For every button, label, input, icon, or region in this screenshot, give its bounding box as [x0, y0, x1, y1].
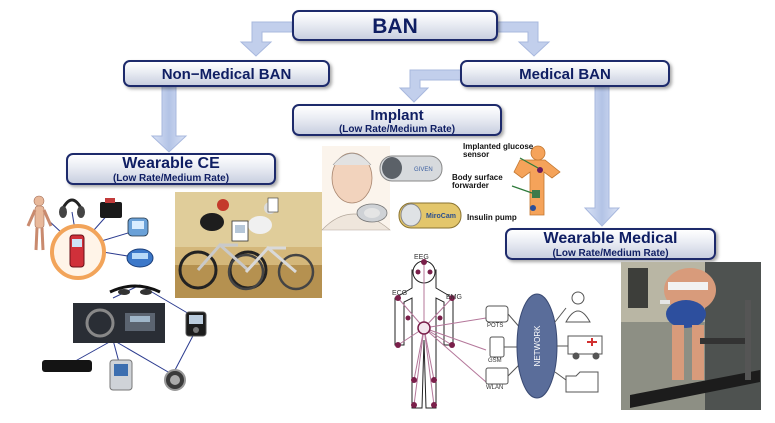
- ban-box: BAN: [292, 10, 498, 41]
- body-hub-node: [417, 321, 431, 335]
- implant-box: Implant (Low Rate/Medium Rate): [292, 104, 502, 136]
- arrow-ban-to-nonmedical: [239, 21, 293, 57]
- eeg-label: EEG: [414, 254, 429, 261]
- arrow-nonmedical-to-wearablece: [150, 85, 188, 153]
- wearable-medical-title: Wearable Medical: [543, 230, 678, 247]
- ban-label: BAN: [372, 15, 418, 38]
- gsm-label: GSM: [488, 358, 502, 364]
- capsule-camera-1-icon: [379, 155, 443, 182]
- arrow-medical-to-wearablemedical: [583, 85, 621, 227]
- glucose-sensor-icon: [537, 167, 543, 173]
- emg-label: EMG: [446, 294, 462, 301]
- headphones-icon: [59, 198, 85, 218]
- treadmill-photo: [621, 262, 761, 410]
- wearable-ce-title: Wearable CE: [122, 155, 220, 172]
- belt-device-icon: [42, 360, 92, 372]
- capsule-1-brand: GIVEN: [414, 167, 433, 173]
- insulin-pump-label: Insulin pump: [467, 213, 517, 222]
- capsule-2-brand: MiroCam: [426, 213, 456, 220]
- medical-ban-label: Medical BAN: [519, 66, 611, 83]
- body-torso-illustration: [513, 145, 561, 216]
- implanted-glucose-sensor-label: Implanted glucose sensor: [463, 142, 534, 160]
- insulin-pump-icon: [530, 205, 536, 211]
- doctor-icon: [565, 291, 591, 323]
- implant-title: Implant: [370, 107, 424, 124]
- pots-phone-icon: [485, 305, 509, 323]
- capsule-camera-2-icon: [398, 202, 462, 229]
- arrow-ban-to-medical: [497, 21, 551, 57]
- wearable-ce-box: Wearable CE (Low Rate/Medium Rate): [66, 153, 276, 185]
- ecg-label: ECG: [392, 290, 408, 297]
- pots-label: POTS: [487, 323, 504, 329]
- car-dashboard-icon: [73, 303, 165, 343]
- human-body-icon: [26, 195, 53, 251]
- non-medical-ban-box: Non−Medical BAN: [123, 60, 330, 87]
- headset-glasses-icon: [109, 284, 161, 295]
- patient-face-illustration: [321, 146, 391, 231]
- wearable-ce-rate: (Low Rate/Medium Rate): [112, 173, 230, 184]
- wlan-label: WLAN: [486, 385, 504, 391]
- wearable-medical-rate: (Low Rate/Medium Rate): [552, 248, 669, 259]
- body-surface-forwarder-label: Body surface forwarder: [452, 173, 503, 191]
- records-folder-icon: [565, 371, 599, 393]
- wallet-device-icon: [100, 202, 122, 218]
- non-medical-ban-label: Non−Medical BAN: [161, 66, 292, 83]
- cyclists-photo: [175, 192, 322, 298]
- wearable-medical-box: Wearable Medical (Low Rate/Medium Rate): [505, 228, 716, 260]
- arrow-medical-to-implant: [398, 69, 463, 103]
- forwarder-device-icon: [532, 190, 540, 198]
- network-label: NETWORK: [533, 325, 542, 367]
- wlan-device-icon: [485, 367, 509, 385]
- gsm-phone-icon: [489, 336, 505, 358]
- implant-rate: (Low Rate/Medium Rate): [338, 124, 456, 135]
- medical-ban-box: Medical BAN: [460, 60, 670, 87]
- ambulance-icon: [567, 335, 603, 360]
